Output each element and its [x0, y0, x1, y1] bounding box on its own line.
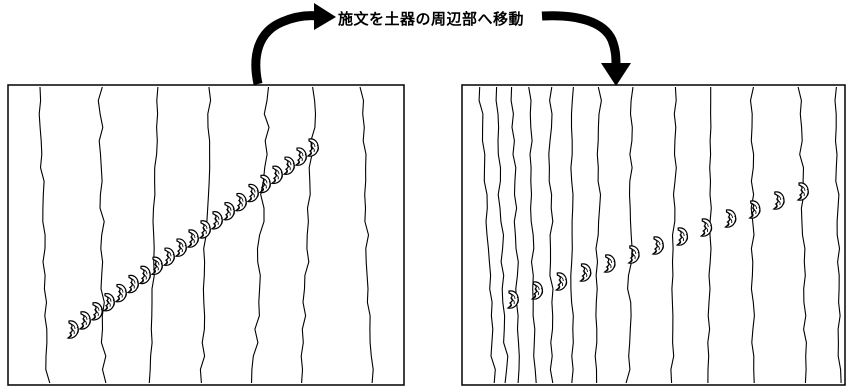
clay-line-right	[495, 86, 509, 384]
clay-line-right	[625, 86, 634, 384]
clay-line-left	[97, 86, 107, 384]
clay-line-right	[670, 86, 677, 384]
clay-line-right	[707, 87, 712, 384]
clay-line-left	[38, 86, 51, 384]
curved-arrow-down-icon	[541, 11, 631, 86]
clay-line-left	[300, 86, 317, 384]
clay-line-left	[148, 86, 159, 384]
clay-line-right	[834, 86, 842, 384]
clay-line-left	[359, 86, 374, 384]
clay-line-right	[510, 86, 520, 384]
left-panel	[7, 84, 405, 386]
caption-text: 施文を土器の周辺部へ移動	[338, 10, 525, 28]
clay-line-right	[528, 86, 537, 384]
clay-line-right	[594, 86, 602, 384]
clay-line-right	[570, 86, 574, 384]
left-panel-lines	[38, 86, 374, 384]
clay-line-right	[749, 86, 755, 384]
clay-line-right	[548, 86, 554, 384]
clay-line-right	[797, 86, 807, 384]
right-panel-frame	[461, 84, 846, 386]
curved-arrow-right-icon	[251, 3, 336, 85]
right-panel-lines	[478, 86, 842, 384]
clay-line-left	[250, 86, 270, 384]
right-panel	[461, 84, 846, 386]
clay-line-right	[478, 86, 496, 384]
